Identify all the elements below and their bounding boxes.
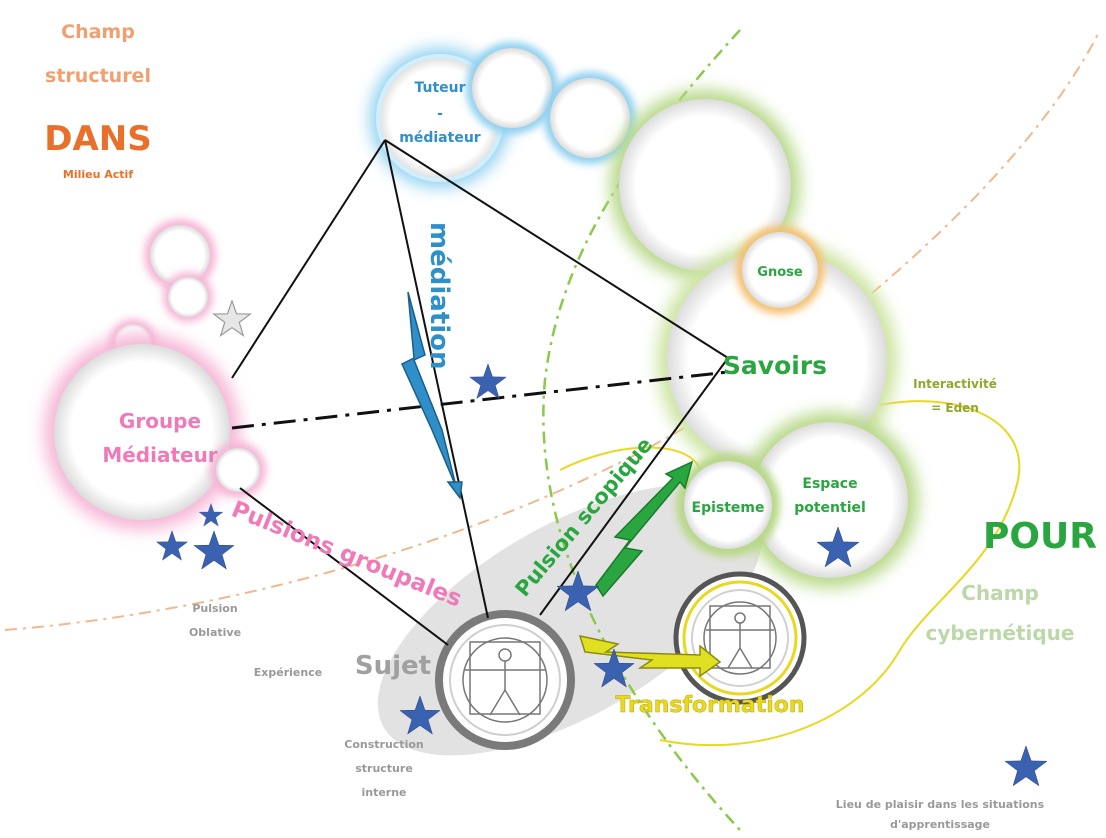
champ-structurel-label-2: structurel xyxy=(45,65,151,87)
star-icon xyxy=(469,363,507,399)
tuteur-bubbles xyxy=(370,42,636,188)
transformation-label: Transformation xyxy=(615,693,804,718)
pulsion-scopique-arrow xyxy=(595,460,694,598)
gnose-label: Gnose xyxy=(757,265,803,280)
milieu-actif-label: Milieu Actif xyxy=(63,168,133,181)
vitruvian-man-icon xyxy=(462,637,548,723)
tuteur-label-3: médiateur xyxy=(399,130,481,146)
experience-label: Expérience xyxy=(254,666,322,679)
savoirs-bubbles xyxy=(610,90,918,588)
tuteur-label-2: - xyxy=(437,106,443,122)
pulsion-oblative-label-2: Oblative xyxy=(189,626,241,639)
groupe-label-1: Groupe xyxy=(119,409,201,433)
star-icon xyxy=(193,530,235,570)
star-icon xyxy=(156,530,188,561)
interactivite-label-2: = Eden xyxy=(931,401,979,415)
construction-label-2: structure xyxy=(355,762,413,775)
pour-label: POUR xyxy=(983,516,1097,557)
transformation-arrow xyxy=(578,635,722,678)
relation-lines xyxy=(231,139,729,646)
dans-label: DANS xyxy=(44,119,151,159)
champ-cyber-label-2: cybernétique xyxy=(926,621,1075,645)
episteme-label: Episteme xyxy=(692,500,765,516)
construction-label-3: interne xyxy=(361,786,406,799)
champ-structurel-label-1: Champ xyxy=(61,21,135,43)
interactivite-label-1: Interactivité xyxy=(913,377,997,391)
legend-label-1: Lieu de plaisir dans les situations xyxy=(836,798,1045,811)
vitruvian-man-icon-2 xyxy=(703,601,777,675)
savoirs-label: Savoirs xyxy=(723,351,827,380)
legend-star-icon xyxy=(1004,745,1048,787)
legend-label-2: d'apprentissage xyxy=(890,818,990,831)
espace-label-1: Espace xyxy=(802,476,857,492)
groupe-label-2: Médiateur xyxy=(102,443,217,467)
construction-label-1: Construction xyxy=(344,738,423,751)
mediation-label: médiation xyxy=(424,222,454,370)
groupe-bubbles xyxy=(44,219,266,530)
pulsions-groupales-label: Pulsions groupales xyxy=(228,496,466,612)
eden-boundary-inner xyxy=(559,446,701,471)
champ-cyber-label-1: Champ xyxy=(961,581,1039,605)
pulsion-oblative-label-1: Pulsion xyxy=(192,602,237,615)
mediation-arrow xyxy=(401,291,463,500)
tuteur-label-1: Tuteur xyxy=(414,80,465,96)
eden-boundary xyxy=(659,400,1021,747)
sujet-label: Sujet xyxy=(355,651,431,681)
star-icon-grey xyxy=(213,300,251,337)
espace-label-2: potentiel xyxy=(794,500,866,516)
